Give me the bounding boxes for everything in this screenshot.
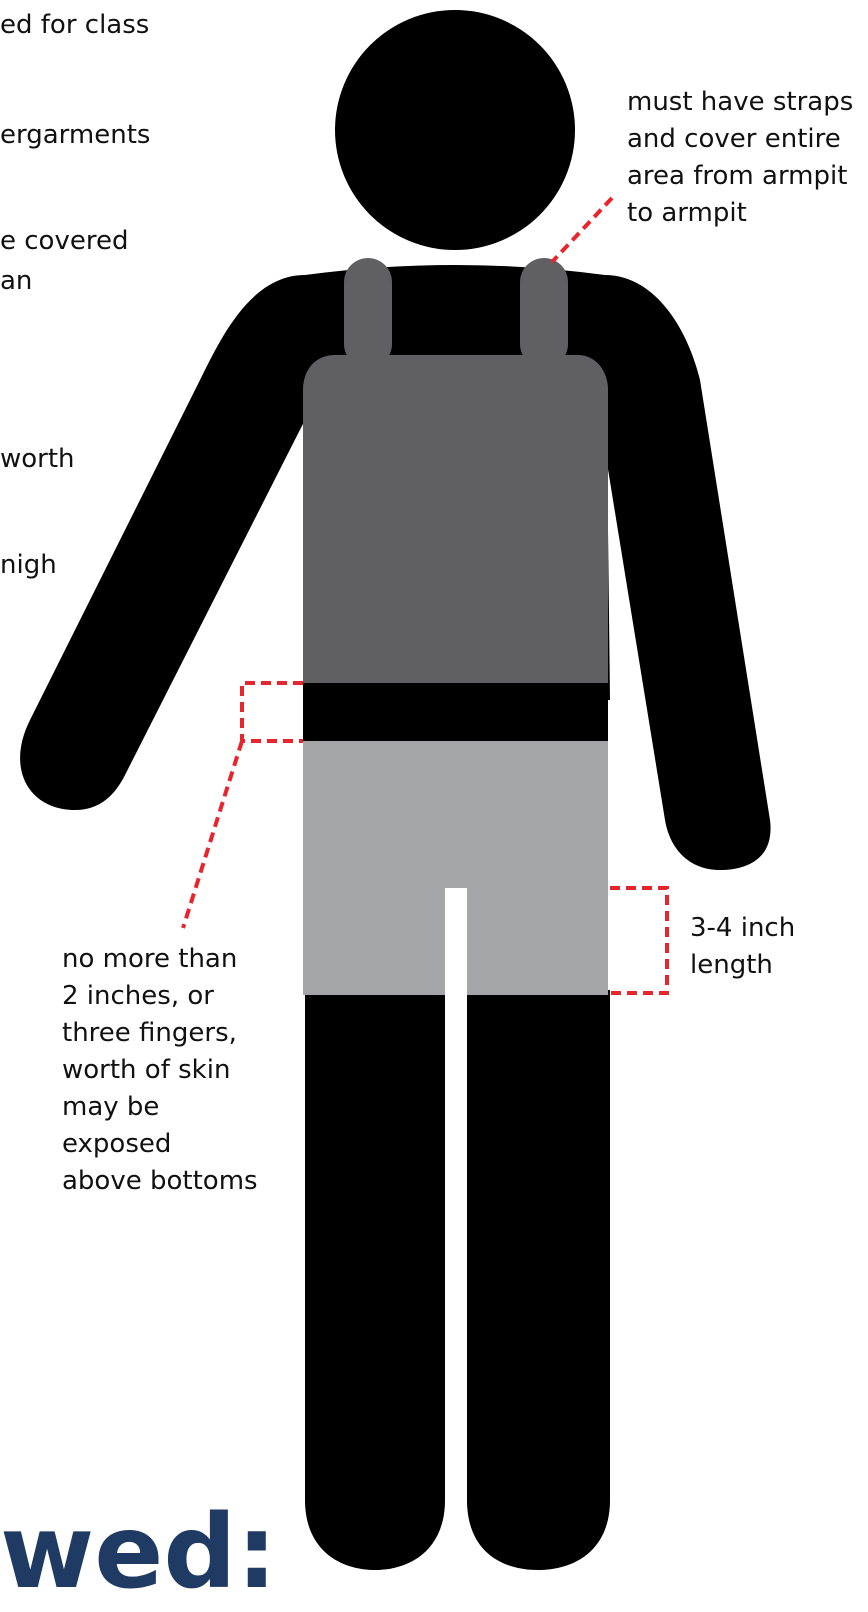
left-column-text-1: ed for class: [0, 10, 149, 40]
left-column-text-6: nigh: [0, 550, 57, 580]
swimsuit-bottoms: [303, 741, 608, 995]
note-exposed-skin: no more than 2 inches, or three fingers,…: [62, 941, 258, 1200]
note-line: no more than: [62, 941, 258, 978]
callout-straps: [552, 198, 612, 262]
note-line: length: [690, 947, 795, 984]
note-line: may be: [62, 1089, 258, 1126]
callout-waist-bracket: [183, 683, 303, 928]
figure-left-leg: [305, 990, 445, 1570]
note-line: 2 inches, or: [62, 978, 258, 1015]
note-line: 3-4 inch: [690, 910, 795, 947]
figure-left-arm: [20, 275, 310, 810]
note-line: exposed: [62, 1126, 258, 1163]
swimsuit-top-left-strap: [344, 258, 392, 368]
swimsuit-top: [303, 355, 608, 683]
swimsuit-top-right-strap: [520, 258, 568, 368]
note-line: worth of skin: [62, 1052, 258, 1089]
figure-right-arm: [600, 275, 771, 870]
left-column-text-3: e covered: [0, 226, 128, 256]
note-length: 3-4 inch length: [690, 910, 795, 984]
left-column-text-5: worth: [0, 444, 75, 474]
note-line: above bottoms: [62, 1163, 258, 1200]
note-line: area from armpit: [627, 158, 853, 195]
section-heading-fragment: wed:: [0, 1498, 277, 1608]
note-straps: must have straps and cover entire area f…: [627, 84, 853, 232]
left-column-text-4: an: [0, 266, 32, 296]
figure-right-leg: [467, 990, 610, 1570]
note-line: and cover entire: [627, 121, 853, 158]
figure-head: [335, 10, 575, 250]
note-line: to armpit: [627, 195, 853, 232]
waist-band: [303, 683, 608, 741]
swimwear-figure-diagram: [0, 0, 868, 1574]
note-line: three fingers,: [62, 1015, 258, 1052]
callout-length-bracket: [610, 888, 667, 993]
note-line: must have straps: [627, 84, 853, 121]
left-column-text-2: ergarments: [0, 120, 150, 150]
